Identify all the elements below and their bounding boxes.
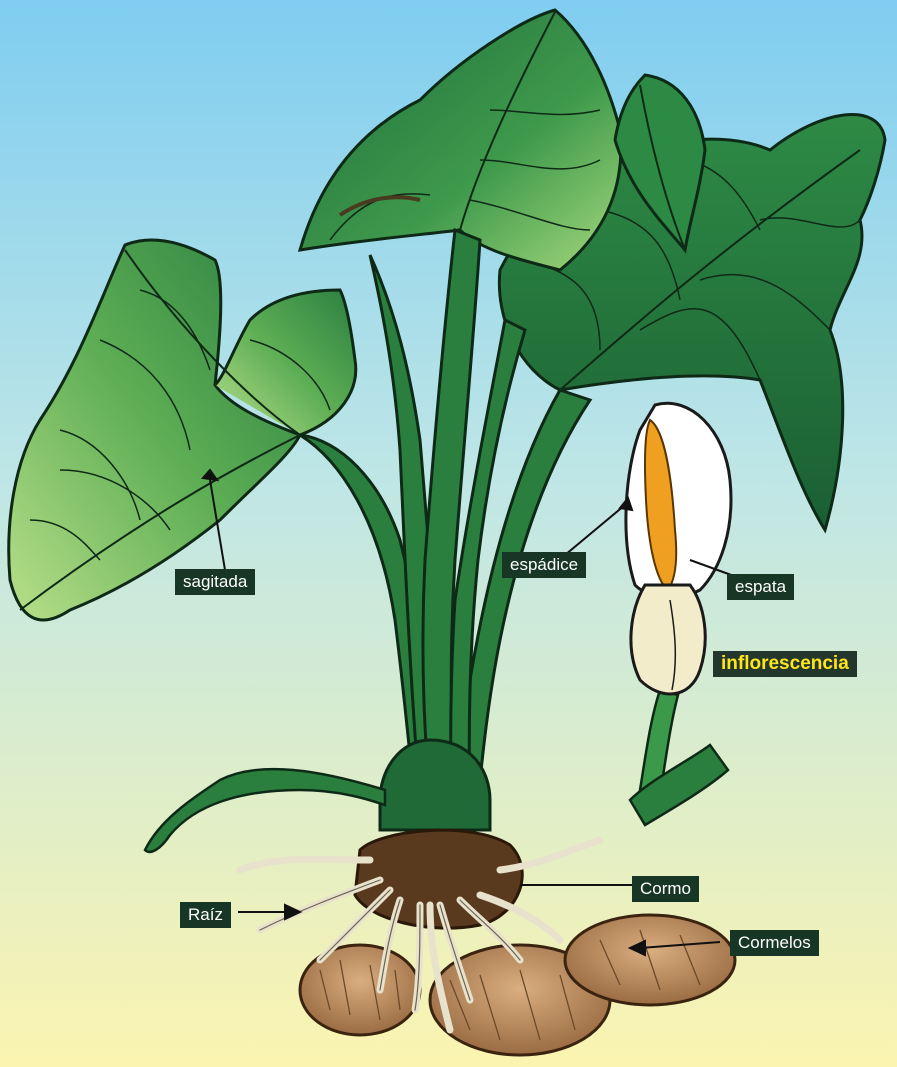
label-raiz: Raíz: [180, 902, 231, 928]
inflorescence-illustration: [626, 403, 731, 825]
label-espata: espata: [727, 574, 794, 600]
label-inflorescencia: inflorescencia: [713, 651, 857, 677]
label-cormo: Cormo: [632, 876, 699, 902]
label-cormelos: Cormelos: [730, 930, 819, 956]
sagittate-leaf: [9, 240, 356, 620]
label-espadice: espádice: [502, 552, 586, 578]
stolon: [145, 769, 385, 852]
label-sagitada: sagitada: [175, 569, 255, 595]
